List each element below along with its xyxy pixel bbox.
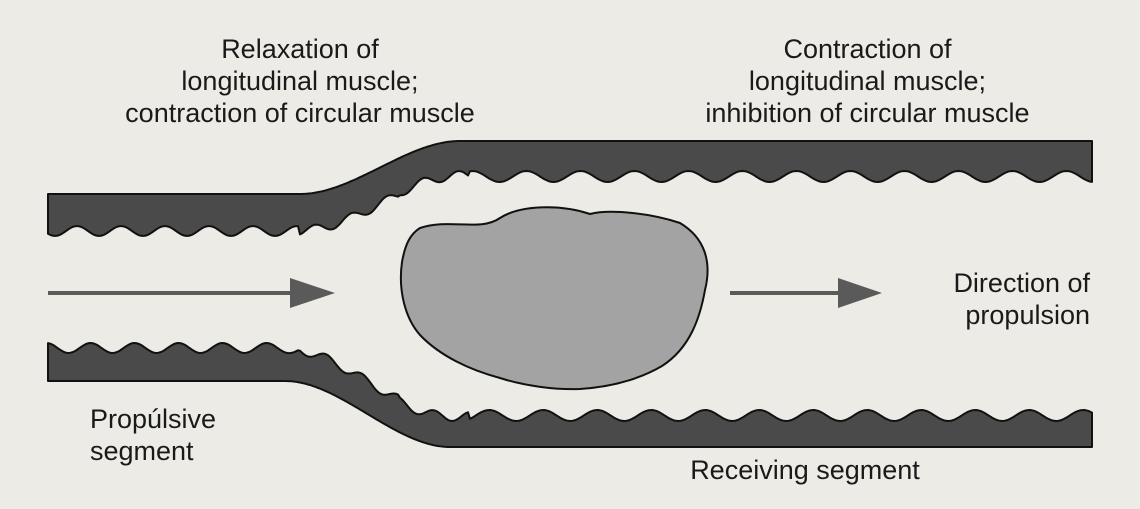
bolus: [401, 207, 708, 389]
label-line: inhibition of circular muscle: [610, 97, 1125, 129]
propulsion-direction-arrow: [730, 278, 882, 308]
label-line: segment: [90, 435, 220, 467]
arrow-head: [838, 278, 882, 308]
propulsive-segment-label: Propúlsive segment: [90, 403, 220, 467]
direction-of-propulsion-label: Direction of propulsion: [890, 267, 1090, 331]
label-line: Propúlsive: [90, 403, 220, 435]
label-line: longitudinal muscle;: [55, 65, 545, 97]
label-line: propulsion: [890, 299, 1090, 331]
flow-arrow-left: [48, 278, 335, 308]
arrow-head: [290, 278, 335, 308]
label-line: longitudinal muscle;: [610, 65, 1125, 97]
label-line: Direction of: [890, 267, 1090, 299]
label-line: contraction of circular muscle: [55, 97, 545, 129]
circular-contraction-label: Relaxation of longitudinal muscle; contr…: [55, 33, 545, 129]
label-line: Receiving segment: [600, 454, 1010, 486]
label-line: Relaxation of: [55, 33, 545, 65]
longitudinal-contraction-label: Contraction of longitudinal muscle; inhi…: [610, 33, 1125, 129]
receiving-segment-label: Receiving segment: [600, 454, 1010, 486]
label-line: Contraction of: [610, 33, 1125, 65]
